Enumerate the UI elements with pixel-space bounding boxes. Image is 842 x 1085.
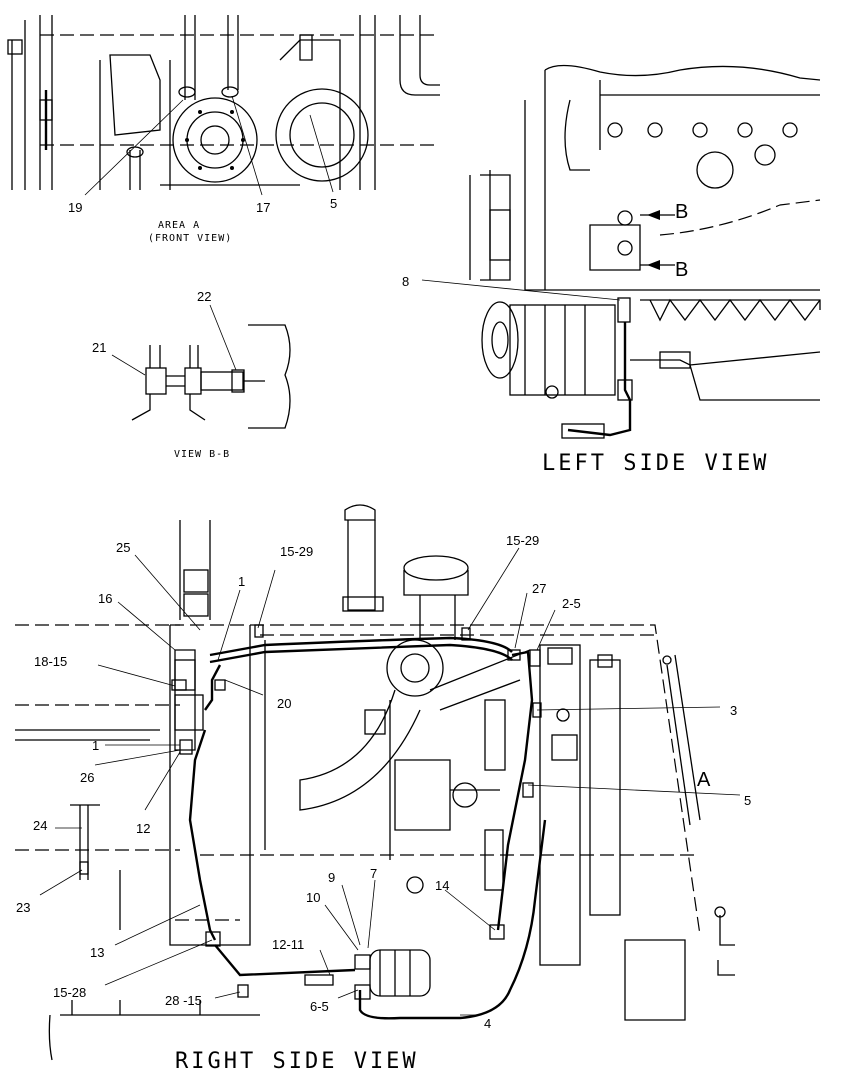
- callout-28-15: 28 -15: [165, 993, 202, 1008]
- callout-2-5: 2-5: [562, 596, 581, 611]
- left-side-view: [421, 64, 821, 439]
- callout-17: 17: [256, 200, 270, 215]
- callout-6-5: 6-5: [310, 999, 329, 1014]
- callout-23: 23: [16, 900, 30, 915]
- callout-25: 25: [116, 540, 130, 555]
- callout-22: 22: [197, 289, 211, 304]
- callout-21: 21: [92, 340, 106, 355]
- callout-20: 20: [277, 696, 291, 711]
- callout-13: 13: [90, 945, 104, 960]
- callout-3: 3: [730, 703, 737, 718]
- callout-14: 14: [435, 878, 449, 893]
- callout-15-29-right: 15-29: [506, 533, 539, 548]
- callout-12: 12: [136, 821, 150, 836]
- callout-15-28: 15-28: [53, 985, 86, 1000]
- callout-b-lower: B: [675, 259, 688, 281]
- callout-5: 5: [330, 196, 337, 211]
- area-a-subtitle: (FRONT VIEW): [148, 233, 232, 244]
- callout-5-right: 5: [744, 793, 751, 808]
- left-side-view-title: LEFT SIDE VIEW: [542, 451, 769, 476]
- area-a-title: AREA A: [158, 220, 200, 231]
- callout-9: 9: [328, 870, 335, 885]
- callout-12-11: 12-11: [272, 937, 304, 952]
- callout-19: 19: [68, 200, 82, 215]
- callout-7: 7: [370, 866, 377, 881]
- callout-27: 27: [532, 581, 546, 596]
- callout-18-15: 18-15: [34, 654, 67, 669]
- view-bb: [111, 304, 291, 429]
- area-a-front-view: [7, 15, 440, 196]
- right-side-view: [15, 504, 741, 1061]
- callout-a: A: [697, 769, 711, 791]
- callout-1-upper: 1: [238, 574, 245, 589]
- callout-16: 16: [98, 591, 112, 606]
- callout-15-29-left: 15-29: [280, 544, 313, 559]
- callout-26: 26: [80, 770, 94, 785]
- view-bb-title: VIEW B-B: [174, 449, 230, 460]
- callout-24: 24: [33, 818, 47, 833]
- right-side-view-title: RIGHT SIDE VIEW: [175, 1049, 419, 1074]
- callout-8: 8: [402, 274, 409, 289]
- callout-10: 10: [306, 890, 320, 905]
- callout-b-upper: B: [675, 201, 688, 223]
- callout-1-lower: 1: [92, 738, 99, 753]
- callout-4: 4: [484, 1016, 491, 1031]
